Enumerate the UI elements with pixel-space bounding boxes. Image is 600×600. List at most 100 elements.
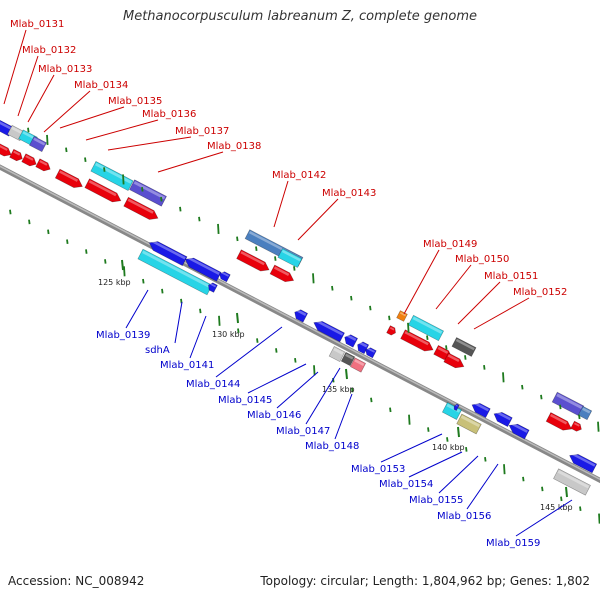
- reverse-gene-12: [340, 351, 356, 367]
- forward-gene-8: [35, 158, 51, 172]
- forward-gene-label-9: Mlab_0142: [272, 170, 326, 181]
- upper-tick-6: [122, 174, 125, 185]
- reverse-gene-13: [349, 357, 367, 373]
- upper-tick-20: [388, 315, 391, 321]
- reverse-gene-3: [219, 271, 231, 283]
- lower-tick-16: [294, 358, 297, 363]
- lower-tick-23: [427, 427, 430, 432]
- reverse-gene-8: [344, 334, 359, 348]
- forward-leader-6: [85, 119, 159, 141]
- scale-tick-3: [345, 368, 348, 380]
- genome-summary-text: Topology: circular; Length: 1,804,962 bp…: [260, 574, 590, 588]
- reverse-gene-4: [137, 248, 213, 296]
- scale-tick-2: [236, 312, 239, 324]
- forward-gene-4: [29, 135, 47, 153]
- scale-label-3: 135 kbp: [322, 385, 355, 394]
- scale-tick-1: [121, 259, 124, 271]
- upper-tick-1: [27, 127, 30, 133]
- lower-tick-28: [522, 476, 525, 482]
- forward-gene-26: [577, 405, 593, 421]
- forward-gene-7: [21, 153, 37, 167]
- forward-leader-11: [403, 249, 440, 315]
- reverse-gene-label-8: Mlab_0148: [305, 441, 359, 452]
- reverse-leader-5: [247, 363, 307, 394]
- scale-label-1: 125 kbp: [98, 278, 131, 287]
- upper-tick-16: [312, 273, 315, 284]
- upper-tick-31: [597, 421, 600, 432]
- forward-gene-17: [269, 264, 295, 283]
- scale-label-4: 140 kbp: [432, 443, 465, 452]
- lower-tick-26: [484, 456, 487, 462]
- genome-backbone-highlight: [0, 165, 600, 481]
- upper-tick-26: [502, 372, 505, 383]
- forward-gene-19: [407, 314, 445, 342]
- forward-leader-14: [473, 297, 530, 330]
- reverse-gene-label-1: Mlab_0139: [96, 330, 150, 341]
- forward-gene-label-5: Mlab_0135: [108, 96, 162, 107]
- forward-gene-24: [443, 352, 465, 369]
- reverse-gene-label-7: Mlab_0147: [276, 426, 330, 437]
- forward-leader-8: [157, 151, 224, 173]
- forward-gene-label-2: Mlab_0132: [22, 45, 76, 56]
- reverse-gene-6: [294, 309, 309, 323]
- reverse-gene-20: [569, 452, 598, 474]
- reverse-gene-17: [471, 401, 491, 418]
- forward-leader-1: [3, 29, 27, 105]
- forward-gene-label-14: Mlab_0152: [513, 287, 567, 298]
- reverse-gene-10: [365, 347, 377, 359]
- reverse-gene-7: [313, 319, 345, 343]
- forward-gene-18: [396, 310, 408, 322]
- forward-gene-22: [400, 329, 434, 352]
- reverse-gene-label-5: Mlab_0145: [218, 395, 272, 406]
- reverse-gene-label-3: Mlab_0141: [160, 360, 214, 371]
- upper-tick-29: [559, 404, 562, 410]
- accession-text: Accession: NC_008942: [8, 574, 145, 588]
- upper-tick-7: [141, 187, 144, 192]
- reverse-gene-18: [493, 410, 513, 427]
- reverse-gene-label-6: Mlab_0146: [247, 410, 301, 421]
- upper-tick-5: [103, 167, 106, 172]
- lower-tick-21: [389, 407, 392, 413]
- reverse-gene-2: [184, 256, 222, 282]
- reverse-leader-8: [334, 393, 353, 440]
- forward-gene-label-11: Mlab_0149: [423, 239, 477, 250]
- forward-leader-9: [273, 180, 289, 228]
- upper-tick-22: [426, 335, 429, 341]
- forward-gene-10: [129, 179, 167, 207]
- lower-tick-20: [370, 397, 373, 403]
- upper-tick-28: [540, 394, 543, 400]
- reverse-gene-15: [456, 413, 482, 435]
- lower-tick-11: [199, 308, 202, 314]
- upper-tick-14: [274, 256, 277, 261]
- forward-leader-12: [435, 264, 472, 310]
- upper-tick-9: [179, 206, 182, 212]
- forward-gene-label-4: Mlab_0134: [74, 80, 128, 91]
- map-title: Methanocorpusculum labreanum Z, complete…: [123, 9, 477, 24]
- lower-tick-3: [47, 229, 50, 235]
- forward-leader-5: [59, 106, 125, 129]
- reverse-leader-10: [408, 451, 463, 478]
- upper-tick-19: [369, 305, 372, 311]
- lower-tick-7: [123, 266, 126, 277]
- forward-gene-label-8: Mlab_0138: [207, 141, 261, 152]
- forward-leader-10: [297, 198, 339, 241]
- forward-gene-27: [545, 412, 572, 431]
- lower-tick-14: [256, 338, 259, 343]
- upper-tick-4: [84, 157, 87, 162]
- lower-tick-12: [218, 315, 221, 326]
- reverse-gene-19: [508, 422, 530, 440]
- lower-tick-8: [142, 278, 145, 284]
- reverse-gene-11: [328, 345, 346, 363]
- forward-gene-28: [570, 420, 582, 432]
- upper-tick-8: [160, 196, 163, 202]
- forward-gene-20: [451, 337, 477, 357]
- reverse-leader-7: [305, 367, 341, 425]
- upper-tick-25: [483, 365, 486, 370]
- forward-leader-3: [27, 74, 55, 123]
- upper-tick-12: [236, 236, 239, 242]
- forward-gene-5: [0, 142, 12, 157]
- upper-tick-30: [578, 414, 581, 420]
- reverse-gene-label-9: Mlab_0153: [351, 464, 405, 475]
- forward-gene-label-7: Mlab_0137: [175, 126, 229, 137]
